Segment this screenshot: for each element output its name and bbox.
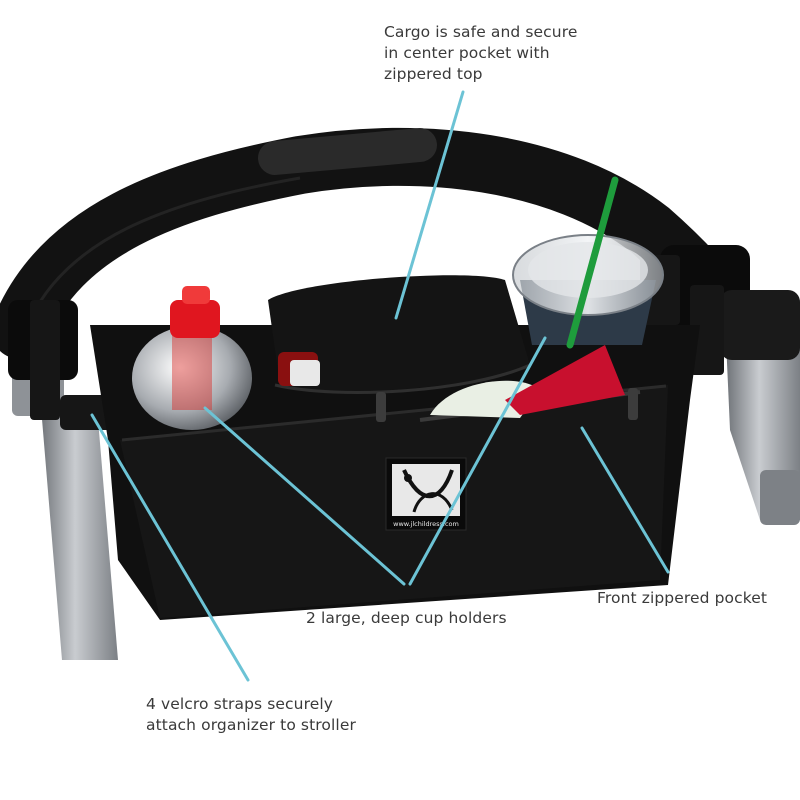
- cup-holder-leader-line-2: [408, 336, 547, 586]
- callout-cup-holders: 2 large, deep cup holders: [306, 609, 507, 627]
- drink-cup: [512, 176, 664, 349]
- callout-front-pocket: Front zippered pocket: [597, 589, 768, 607]
- brand-logo: www.jlchildress.com: [385, 457, 467, 531]
- front-pocket-leader-line: [580, 426, 670, 574]
- leader-lines: [90, 90, 670, 682]
- stroller-handlebar: [0, 127, 800, 380]
- cup-holder-leader-line-1: [203, 406, 406, 586]
- water-bottle: [132, 286, 252, 430]
- cargo-leader-line: [394, 90, 465, 320]
- callout-velcro-straps: 4 velcro straps securely attach organize…: [146, 695, 356, 734]
- velcro-leader-line: [90, 413, 250, 682]
- brand-logo-url: www.jlchildress.com: [393, 520, 459, 528]
- callout-cargo-pocket: Cargo is safe and secure in center pocke…: [384, 23, 578, 83]
- center-pocket-items: [278, 352, 320, 386]
- snack-packets: [430, 345, 625, 418]
